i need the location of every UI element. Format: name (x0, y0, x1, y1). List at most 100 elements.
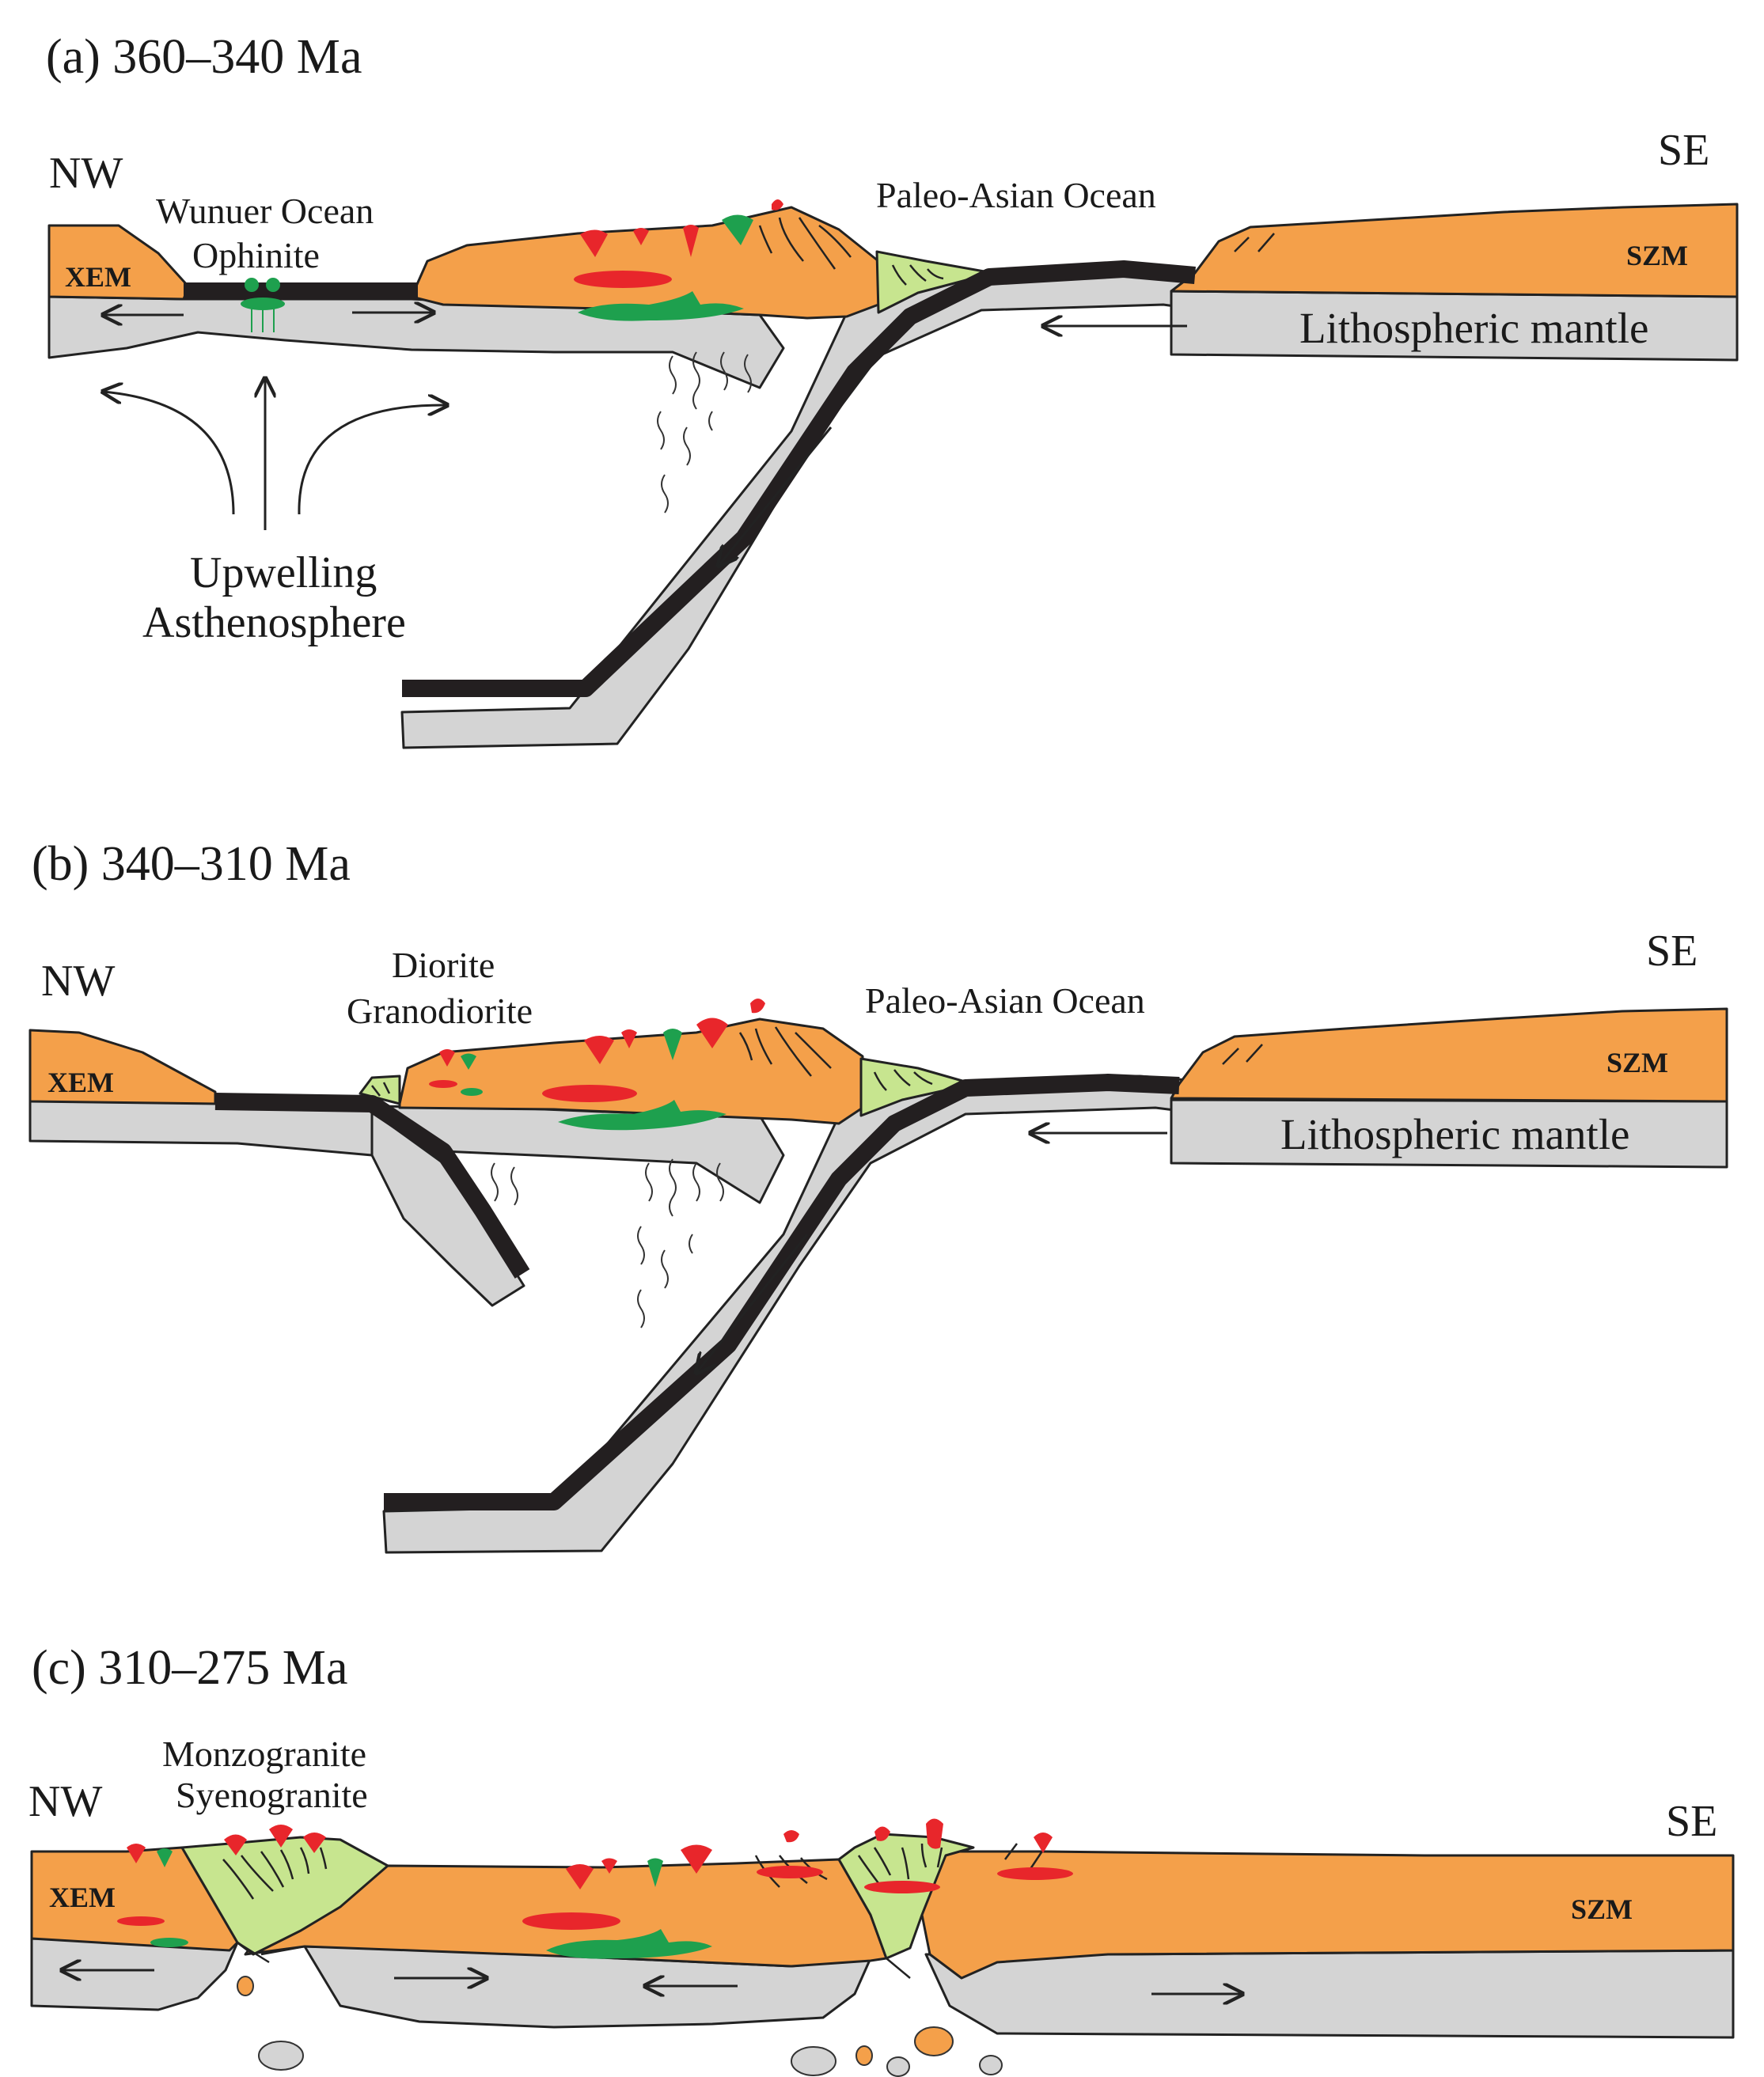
panel-c-suture-2-faults (857, 1843, 943, 1884)
panel-c-felsic-pluton-5 (566, 1864, 594, 1889)
panel-b-xem-label: XEM (47, 1067, 114, 1098)
panel-b-fluid-lines (637, 1158, 724, 1328)
panel-c-felsic-sill-2 (864, 1881, 940, 1893)
panel-a-felsic-pluton-1 (580, 229, 608, 257)
panel-c-felsic-body-central (522, 1912, 620, 1930)
panel-c-felsic-pluton-4 (303, 1833, 326, 1853)
panel-a-felsic-pluton-2 (633, 228, 649, 245)
panel-b-szm-faults (1222, 1044, 1263, 1065)
panel-c-monzogranite-label: Monzogranite (162, 1734, 366, 1774)
panel-b-small-felsic-body (429, 1080, 457, 1088)
panel-b-mafic-pluton-2 (663, 1029, 682, 1060)
panel-b-felsic-pluton-5 (750, 999, 765, 1014)
panel-b-felsic-body (542, 1085, 637, 1102)
panel-b-left-slab (214, 1093, 530, 1279)
panel-c-felsic-pluton-11 (1034, 1833, 1053, 1853)
panel-a-mafic-underplate (578, 291, 744, 321)
panel-b-left-wedge-faults (371, 1082, 391, 1097)
panel-b-felsic-pluton-3 (621, 1029, 637, 1048)
panel-b-se-label: SE (1646, 927, 1698, 976)
panel-b-szm-crust (1170, 1007, 1728, 1103)
panel-b-nw-label: NW (41, 957, 115, 1006)
panel-b-diorite-label: Diorite (392, 945, 495, 985)
panel-b-paleo-asian-slab (384, 1074, 1180, 1510)
panel-b-small-mafic-body (461, 1088, 483, 1096)
panel-c-xem-felsic-body (117, 1916, 165, 1926)
panel-a-asthenosphere-label: Asthenosphere (142, 598, 406, 647)
panel-c-szm-label: SZM (1571, 1893, 1633, 1925)
panel-a-szm-faults (1234, 233, 1275, 252)
panel-c-felsic-sill-3 (997, 1867, 1073, 1880)
panel-a-szm-label: SZM (1626, 240, 1688, 271)
panel-c-mafic-underplate (546, 1929, 712, 1959)
panel-c-title: (c) 310–275 Ma (32, 1641, 347, 1695)
panel-a-xem-label: XEM (65, 261, 131, 293)
panel-c-felsic-pluton-2 (224, 1834, 247, 1855)
panel-c-mafic-pluton-1 (157, 1848, 173, 1867)
panel-a-nw-label: NW (49, 149, 123, 198)
panel-a-felsic-pluton-3 (683, 225, 699, 257)
panel-c-felsic-pluton-1 (127, 1844, 146, 1863)
panel-c-xem-mafic-body (150, 1938, 188, 1947)
panel-b-subduction-arrow (696, 1234, 809, 1373)
panel-c-mantle-block-3 (924, 1949, 1735, 2039)
panel-c-syenogranite-label: Syenogranite (176, 1775, 368, 1815)
panel-a-fluid-lines (657, 351, 752, 514)
panel-c-melt-blob-5 (886, 2056, 910, 2077)
panel-a-arc-crust (410, 206, 880, 320)
panel-b-szm-label: SZM (1607, 1047, 1668, 1078)
panel-a-felsic-pluton-4 (772, 199, 783, 210)
panel-c-melt-blob-3 (791, 2046, 836, 2076)
panel-b-fluid-lines-left (491, 1162, 518, 1206)
panel-a-upwelling-label: Upwelling (190, 548, 377, 597)
panel-a-upwelling-arrow-right (298, 405, 447, 515)
panel-b-left-wedge (358, 1075, 401, 1105)
panel-c-felsic-sill-1 (757, 1866, 823, 1878)
panel-a-ophinite-label: Ophinite (192, 235, 320, 275)
panel-c-felsic-pluton-8 (783, 1830, 799, 1843)
panel-b: (b) 340–310 Ma (28, 837, 1728, 1554)
panel-c-felsic-pluton-10 (926, 1818, 943, 1849)
panel-a-mafic-pluton (722, 214, 753, 245)
panel-c-melt-blob-1 (237, 1976, 254, 1996)
panel-a-subduction-arrow (719, 426, 833, 566)
panel-b-mafic-pluton-1 (461, 1053, 476, 1070)
panel-a-szm-crust (1170, 203, 1739, 298)
panel-c-suture-1-faults (222, 1847, 328, 1900)
panel-c-felsic-pluton-9 (874, 1826, 890, 1841)
panel-b-arc-faults (738, 1026, 832, 1077)
panel-a-ophiolite-dikes (251, 309, 275, 332)
panel-a-arc-faults (758, 217, 852, 270)
panel-b-granodiorite-label: Granodiorite (347, 991, 533, 1031)
panel-c: (c) 310–275 Ma (28, 1641, 1735, 2077)
panel-c-se-label: SE (1666, 1797, 1717, 1846)
panel-c-melt-blob-2 (258, 2041, 304, 2071)
panel-a-ophiolite-2 (266, 278, 280, 292)
panel-b-felsic-pluton-4 (696, 1018, 728, 1048)
panel-c-melt-blob-4 (855, 2045, 873, 2066)
panel-a-paleo-asian-label: Paleo-Asian Ocean (876, 175, 1156, 215)
panel-b-felsic-pluton-2 (584, 1036, 614, 1064)
panel-a-se-label: SE (1658, 126, 1709, 175)
panel-a-ophiolite-3 (241, 298, 285, 310)
panel-c-melt-blob-7 (979, 2055, 1003, 2075)
panel-b-mantle-label: Lithospheric mantle (1280, 1110, 1629, 1158)
panel-a-wedge-faults (891, 264, 944, 286)
panel-a-felsic-body (574, 271, 672, 288)
panel-a-wunuer-label: Wunuer Ocean (156, 191, 374, 231)
panel-c-lower-faults (237, 1941, 911, 1979)
panel-c-felsic-pluton-6 (601, 1858, 617, 1874)
panel-c-xem-label: XEM (49, 1882, 116, 1913)
panel-c-suture-wedge-2 (837, 1833, 975, 1960)
panel-a-mantle-label: Lithospheric mantle (1299, 304, 1648, 352)
panel-b-xem-crust (28, 1029, 217, 1105)
panel-b-paleo-asian-label: Paleo-Asian Ocean (865, 980, 1145, 1021)
panel-a-accretionary-wedge (875, 250, 995, 314)
panel-c-felsic-pluton-7 (681, 1844, 712, 1874)
panel-c-mafic-pluton-2 (647, 1858, 663, 1887)
panel-a: (a) 360–340 Ma (46, 30, 1739, 749)
panel-b-accretionary-wedge (859, 1057, 975, 1117)
panel-b-felsic-pluton-1 (439, 1049, 455, 1067)
panel-c-melt-blob-6 (914, 2026, 954, 2056)
